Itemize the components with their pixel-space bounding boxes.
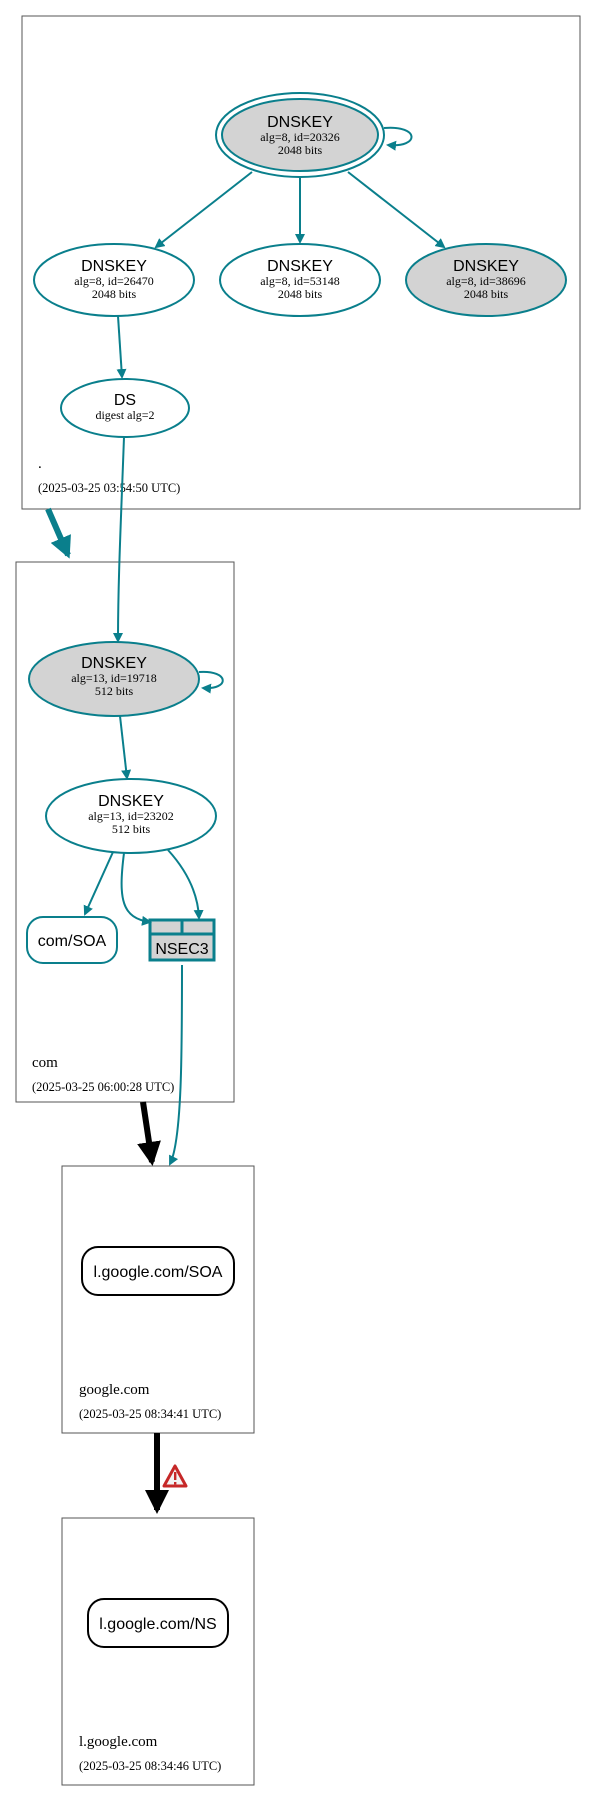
zone-google-timestamp: (2025-03-25 08:34:41 UTC) <box>79 1407 221 1421</box>
zone-lgoogle-box <box>61 1517 255 1786</box>
root-zsk2-type: DNSKEY <box>267 258 333 275</box>
zone-com-timestamp: (2025-03-25 06:00:28 UTC) <box>32 1080 174 1094</box>
com-ksk-self-edge <box>198 670 224 694</box>
com-dnskey-23202[interactable]: DNSKEY alg=13, id=23202 512 bits <box>45 778 217 854</box>
zone-google-name: google.com <box>79 1382 150 1398</box>
zone-root-name: . <box>38 456 42 472</box>
delegation-com-to-google <box>137 1101 161 1166</box>
root-zsk3-detail: alg=8, id=38696 <box>446 274 526 288</box>
root-ds[interactable]: DS digest alg=2 <box>60 378 190 438</box>
root-ksk-size: 2048 bits <box>278 143 323 157</box>
lgoogle-ns[interactable]: l.google.com/NS <box>87 1598 229 1648</box>
warning-triangle-icon[interactable] <box>162 1464 188 1488</box>
zone-lgoogle-name: l.google.com <box>79 1734 158 1750</box>
root-zsk3-size: 2048 bits <box>464 287 509 301</box>
root-dnskey-ksk[interactable]: DNSKEY alg=8, id=20326 2048 bits <box>215 92 385 178</box>
root-zsk1-size: 2048 bits <box>92 287 137 301</box>
edge-nsec3-to-google <box>169 964 183 1166</box>
com-soa[interactable]: com/SOA <box>26 916 118 964</box>
com-dnskey-19718[interactable]: DNSKEY alg=13, id=19718 512 bits <box>28 641 200 717</box>
root-dnskey-53148[interactable]: DNSKEY alg=8, id=53148 2048 bits <box>219 243 381 317</box>
com-zsk-type: DNSKEY <box>98 793 164 810</box>
com-zsk-detail: alg=13, id=23202 <box>88 809 174 823</box>
edge-com-zsk-to-nsec3-left <box>120 852 152 926</box>
edge-com-zsk-to-nsec3-right <box>167 849 204 920</box>
com-ksk-detail: alg=13, id=19718 <box>71 671 157 685</box>
zone-google: l.google.com/SOA google.com (2025-03-25 … <box>61 1165 255 1434</box>
root-dnskey-26470[interactable]: DNSKEY alg=8, id=26470 2048 bits <box>33 243 195 317</box>
root-zsk3-type: DNSKEY <box>453 258 519 275</box>
edge-com-ksk-to-zsk <box>119 715 132 780</box>
lgoogle-ns-label: l.google.com/NS <box>99 1616 216 1633</box>
edge-ds-to-com-ksk <box>113 436 125 643</box>
root-ksk-detail: alg=8, id=20326 <box>260 130 340 144</box>
root-ksk-self-edge <box>383 126 413 151</box>
root-zsk1-type: DNSKEY <box>81 258 147 275</box>
com-soa-label: com/SOA <box>38 933 107 950</box>
root-zsk2-size: 2048 bits <box>278 287 323 301</box>
com-nsec3-label: NSEC3 <box>155 941 208 958</box>
zone-com-name: com <box>32 1055 58 1071</box>
edge-ksk-to-26470 <box>154 171 253 249</box>
root-ds-type: DS <box>114 392 136 409</box>
com-ksk-size: 512 bits <box>95 684 134 698</box>
zone-root: DNSKEY alg=8, id=20326 2048 bits DNSKEY … <box>21 15 581 510</box>
zone-lgoogle-timestamp: (2025-03-25 08:34:46 UTC) <box>79 1759 221 1773</box>
google-soa[interactable]: l.google.com/SOA <box>81 1246 235 1296</box>
edge-com-zsk-to-soa <box>83 851 114 916</box>
google-soa-label: l.google.com/SOA <box>94 1264 223 1281</box>
root-ksk-type: DNSKEY <box>267 114 333 131</box>
root-ds-detail: digest alg=2 <box>95 408 154 422</box>
zone-lgoogle: l.google.com/NS l.google.com (2025-03-25… <box>61 1517 255 1786</box>
com-ksk-type: DNSKEY <box>81 655 147 672</box>
root-dnskey-38696[interactable]: DNSKEY alg=8, id=38696 2048 bits <box>405 243 567 317</box>
zone-com: DNSKEY alg=13, id=19718 512 bits DNSKEY … <box>15 436 235 1103</box>
edge-26470-to-ds <box>116 315 127 379</box>
com-zsk-size: 512 bits <box>112 822 151 836</box>
root-zsk2-detail: alg=8, id=53148 <box>260 274 340 288</box>
edge-ksk-to-38696 <box>347 171 446 249</box>
delegation-root-to-com <box>45 507 71 559</box>
zone-root-timestamp: (2025-03-25 03:54:50 UTC) <box>38 481 180 495</box>
com-nsec3[interactable]: NSEC3 <box>148 918 216 962</box>
zone-google-box <box>61 1165 255 1434</box>
root-zsk1-detail: alg=8, id=26470 <box>74 274 154 288</box>
